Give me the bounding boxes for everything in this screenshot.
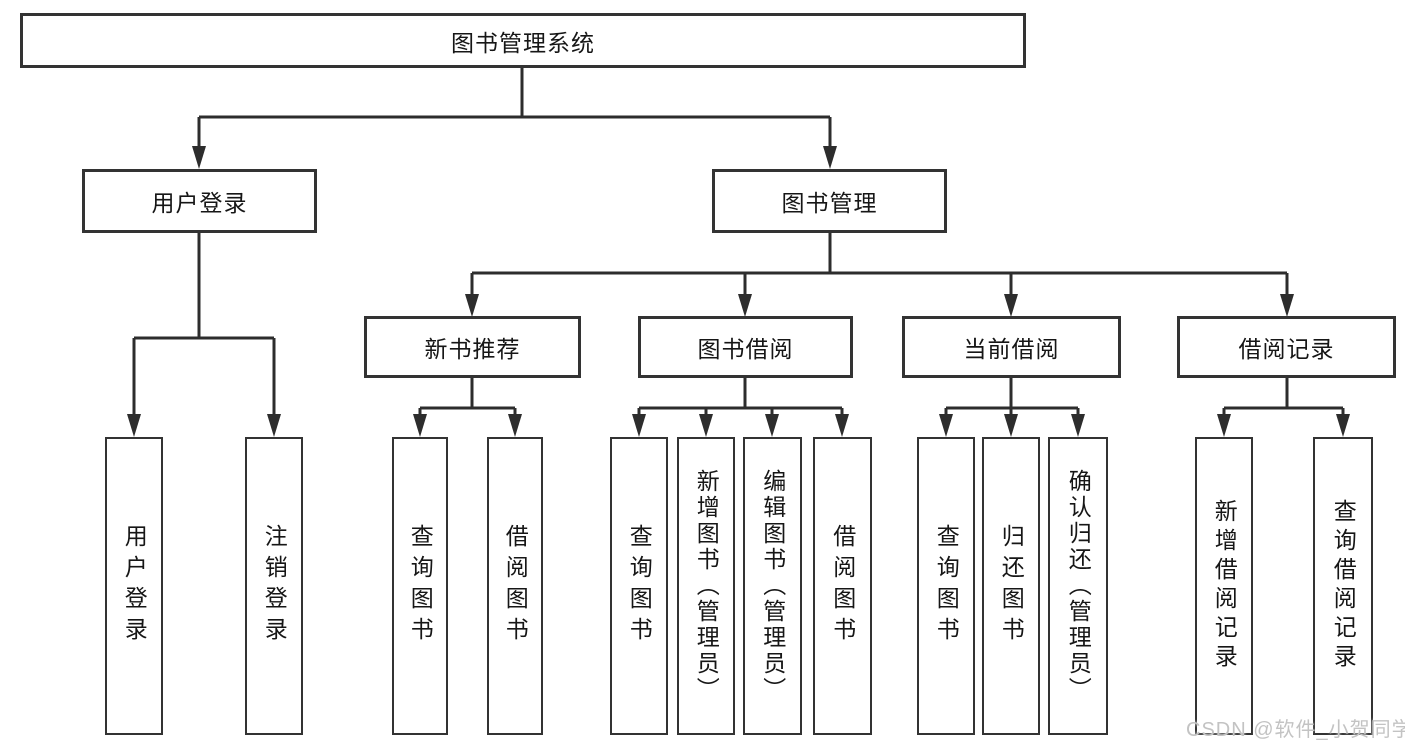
leaf-label: 查询图书 xyxy=(626,524,653,648)
leaf-query-books-current: 查询图书 xyxy=(917,437,975,735)
leaf-label: 确认归还（管理员） xyxy=(1065,469,1092,703)
node-label: 图书管理系统 xyxy=(451,29,595,56)
leaf-return-books: 归还图书 xyxy=(982,437,1040,735)
node-label: 借阅记录 xyxy=(1238,336,1335,362)
leaf-confirm-return-admin: 确认归还（管理员） xyxy=(1048,437,1108,735)
leaf-label: 归还图书 xyxy=(998,524,1025,648)
leaf-label: 查询借阅记录 xyxy=(1330,499,1357,673)
node-borrowing-records: 借阅记录 xyxy=(1177,316,1396,378)
node-new-book-recommendation: 新书推荐 xyxy=(364,316,581,378)
node-book-management: 图书管理 xyxy=(712,169,947,233)
node-label: 新书推荐 xyxy=(424,336,521,362)
leaf-query-books-recommend: 查询图书 xyxy=(392,437,448,735)
leaf-borrow-books-recommend: 借阅图书 xyxy=(487,437,543,735)
node-user-login: 用户登录 xyxy=(82,169,317,233)
leaf-query-books-borrow: 查询图书 xyxy=(610,437,668,735)
node-library-management-system: 图书管理系统 xyxy=(20,13,1026,68)
watermark: CSDN @软件_小贺同学 xyxy=(1186,719,1405,741)
leaf-borrow-books-borrow: 借阅图书 xyxy=(813,437,872,735)
node-label: 图书管理 xyxy=(781,190,878,216)
leaf-label: 用户登录 xyxy=(121,524,148,648)
leaf-label: 查询图书 xyxy=(407,524,434,648)
node-label: 当前借阅 xyxy=(963,336,1060,362)
leaf-label: 注销登录 xyxy=(261,524,288,648)
leaf-query-borrow-record: 查询借阅记录 xyxy=(1313,437,1373,735)
node-label: 用户登录 xyxy=(151,190,248,216)
leaf-label: 查询图书 xyxy=(933,524,960,648)
leaf-label: 借阅图书 xyxy=(502,524,529,648)
leaf-edit-books-admin: 编辑图书（管理员） xyxy=(743,437,802,735)
leaf-label: 借阅图书 xyxy=(829,524,856,648)
leaf-add-books-admin: 新增图书（管理员） xyxy=(677,437,735,735)
node-book-borrowing: 图书借阅 xyxy=(638,316,853,378)
leaf-user-login: 用户登录 xyxy=(105,437,163,735)
leaf-label: 新增借阅记录 xyxy=(1211,499,1238,673)
leaf-label: 新增图书（管理员） xyxy=(693,469,720,703)
node-current-borrowing: 当前借阅 xyxy=(902,316,1121,378)
leaf-label: 编辑图书（管理员） xyxy=(759,469,786,703)
leaf-logout-login: 注销登录 xyxy=(245,437,303,735)
leaf-add-borrow-record: 新增借阅记录 xyxy=(1195,437,1253,735)
node-label: 图书借阅 xyxy=(697,336,794,362)
